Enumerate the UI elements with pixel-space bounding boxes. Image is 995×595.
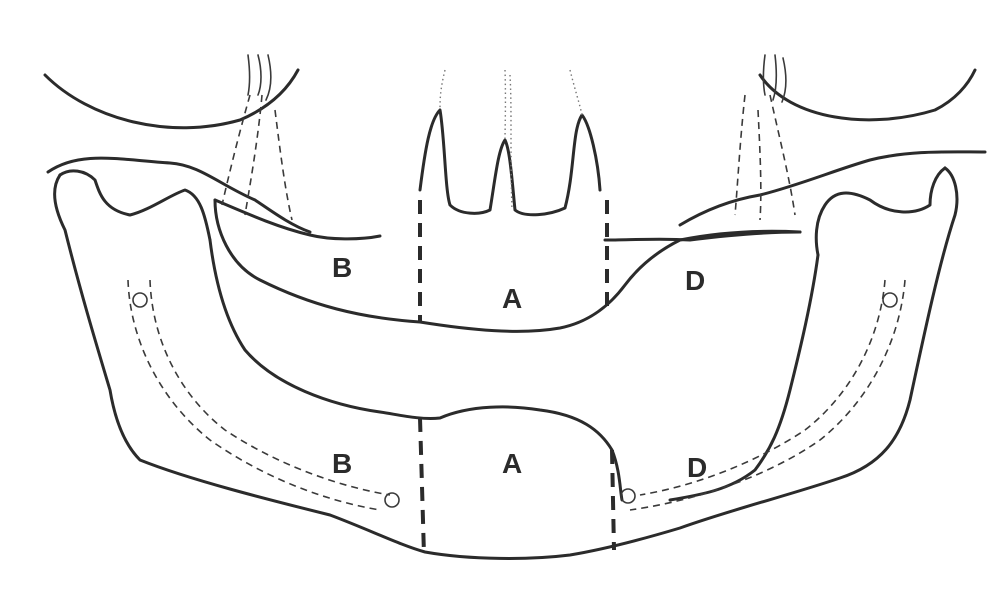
right-condyle [816,168,945,255]
nasal-septum-dots [440,70,582,210]
right-canal-inner [640,280,885,495]
lower-label-a: A [502,448,522,479]
upper-label-a: A [502,283,522,314]
mandible-inner-outline [210,240,622,500]
left-mandibular-foramen [133,293,147,307]
right-mandibular-foramen [883,293,897,307]
lower-divider-right [612,450,614,550]
lower-divider-left [420,418,424,555]
upper-molar-outline-left [215,200,380,239]
right-canal-outer [630,280,905,510]
upper-label-d: D [685,265,705,296]
right-pterygoid-solid [764,55,786,102]
left-pterygoid-solid [248,55,271,100]
left-mental-foramen [385,493,399,507]
upper-label-b: B [332,252,352,283]
right-orbit-outline [760,70,975,120]
nasal-cavity-outline [420,110,600,215]
lower-label-b: B [332,448,352,479]
right-mental-foramen [621,489,635,503]
right-pterygoid-lines [735,95,795,220]
mandible-outline [55,168,957,558]
lower-label-d: D [687,452,707,483]
left-condyle [60,171,210,240]
